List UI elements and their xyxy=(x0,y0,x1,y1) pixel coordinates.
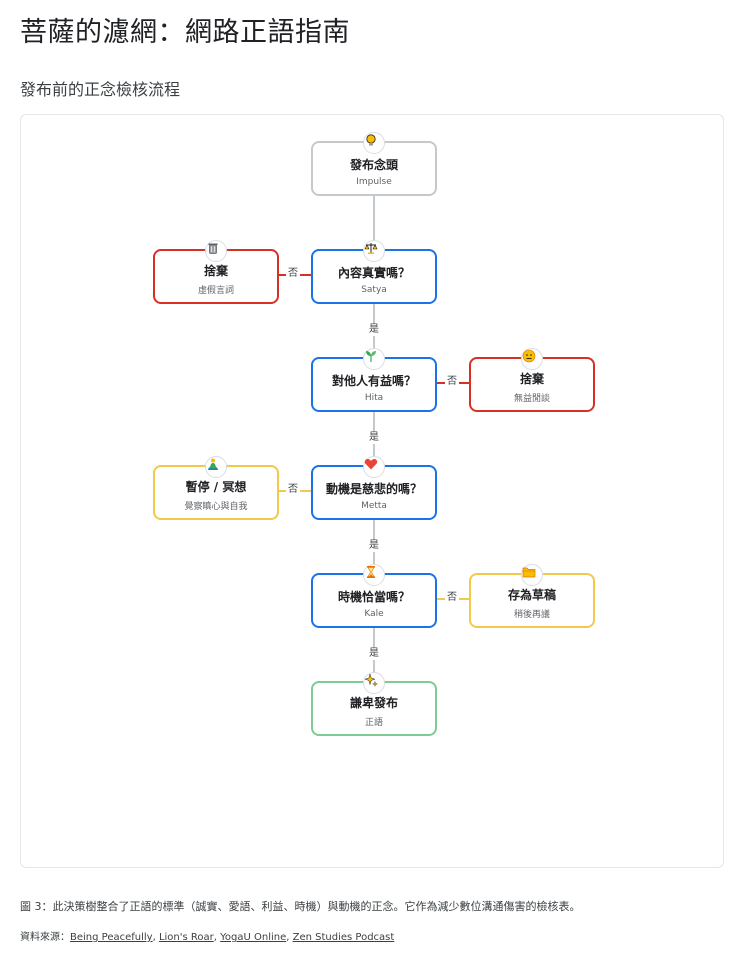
hourglass-icon xyxy=(363,564,385,586)
section-title: 發布前的正念檢核流程 xyxy=(20,80,181,99)
node-publish: 謙卑發布 正語 xyxy=(311,672,437,736)
sources-label: 資料來源： xyxy=(20,932,70,943)
node-hita: 對他人有益嗎？ Hita xyxy=(311,348,437,412)
sources-separator: , xyxy=(213,932,221,943)
sources-separator: , xyxy=(152,932,159,943)
edge-label-yes: 是 xyxy=(367,432,381,444)
source-link-lions-roar[interactable]: Lion's Roar xyxy=(158,932,214,943)
node-subtitle: 虛假言詞 xyxy=(197,286,234,296)
node-title: 謙卑發布 xyxy=(349,696,398,710)
flowchart-card: 否 是 否 是 否 是 否 是 發布念頭 Impulse 內容真實嗎？ Saty… xyxy=(20,114,724,868)
folder-icon xyxy=(521,564,543,586)
lightbulb-icon xyxy=(363,132,385,154)
node-pause-meditate: 暫停 / 冥想 覺察瞋心與自我 xyxy=(153,456,279,520)
edge-label-no: 否 xyxy=(286,484,300,496)
figure-caption: 圖 3：此決策樹整合了正語的標準（誠實、愛語、利益、時機）與動機的正念。它作為減… xyxy=(20,900,581,913)
node-subtitle: 正語 xyxy=(364,718,383,728)
node-satya: 內容真實嗎？ Satya xyxy=(311,240,437,304)
node-discard-idle-talk: 捨棄 無益閒談 xyxy=(469,348,595,412)
edge-label-yes: 是 xyxy=(367,648,381,660)
edge-label-yes: 是 xyxy=(367,540,381,552)
node-metta: 動機是慈悲的嗎？ Metta xyxy=(311,456,437,520)
node-discard-false-speech: 捨棄 虛假言詞 xyxy=(153,240,279,304)
source-link-yogau-online[interactable]: YogaU Online xyxy=(220,932,287,943)
node-subtitle: Metta xyxy=(361,500,387,511)
edge-label-yes: 是 xyxy=(367,324,381,336)
node-subtitle: Impulse xyxy=(356,176,392,187)
meditation-icon xyxy=(205,456,227,478)
node-title: 對他人有益嗎？ xyxy=(331,373,416,388)
source-link-zen-studies-podcast[interactable]: Zen Studies Podcast xyxy=(292,932,395,943)
node-title: 捨棄 xyxy=(519,372,544,386)
node-subtitle: 覺察瞋心與自我 xyxy=(184,502,248,512)
node-title: 發布念頭 xyxy=(349,157,398,172)
node-title: 存為草稿 xyxy=(507,588,556,602)
neutral-face-icon xyxy=(521,348,543,370)
node-title: 捨棄 xyxy=(203,264,228,278)
node-kale: 時機恰當嗎？ Kale xyxy=(311,564,437,628)
node-save-draft: 存為草稿 稍後再議 xyxy=(469,564,595,628)
node-title: 內容真實嗎？ xyxy=(337,265,410,280)
sparkles-icon xyxy=(363,672,385,694)
trash-can-icon xyxy=(205,240,227,262)
edge-label-no: 否 xyxy=(445,592,459,604)
edge-label-no: 否 xyxy=(286,268,300,280)
node-title: 暫停 / 冥想 xyxy=(185,480,247,494)
source-link-being-peacefully[interactable]: Being Peacefully xyxy=(70,932,153,943)
node-title: 動機是慈悲的嗎？ xyxy=(325,481,422,496)
sprout-icon xyxy=(363,348,385,370)
node-subtitle: 稍後再議 xyxy=(513,610,550,620)
scales-icon xyxy=(363,240,385,262)
node-subtitle: 無益閒談 xyxy=(513,394,550,404)
sources-separator: , xyxy=(286,932,293,943)
sources-line: 資料來源：Being Peacefully, Lion's Roar, Yoga… xyxy=(20,928,394,943)
node-subtitle: Kale xyxy=(364,608,384,619)
page-title: 菩薩的濾網：網路正語指南 xyxy=(20,17,350,48)
node-impulse: 發布念頭 Impulse xyxy=(311,132,437,196)
node-subtitle: Hita xyxy=(364,392,384,403)
edge-label-no: 否 xyxy=(445,376,459,388)
heart-icon xyxy=(363,456,385,478)
node-title: 時機恰當嗎？ xyxy=(337,589,410,604)
node-subtitle: Satya xyxy=(361,284,387,295)
